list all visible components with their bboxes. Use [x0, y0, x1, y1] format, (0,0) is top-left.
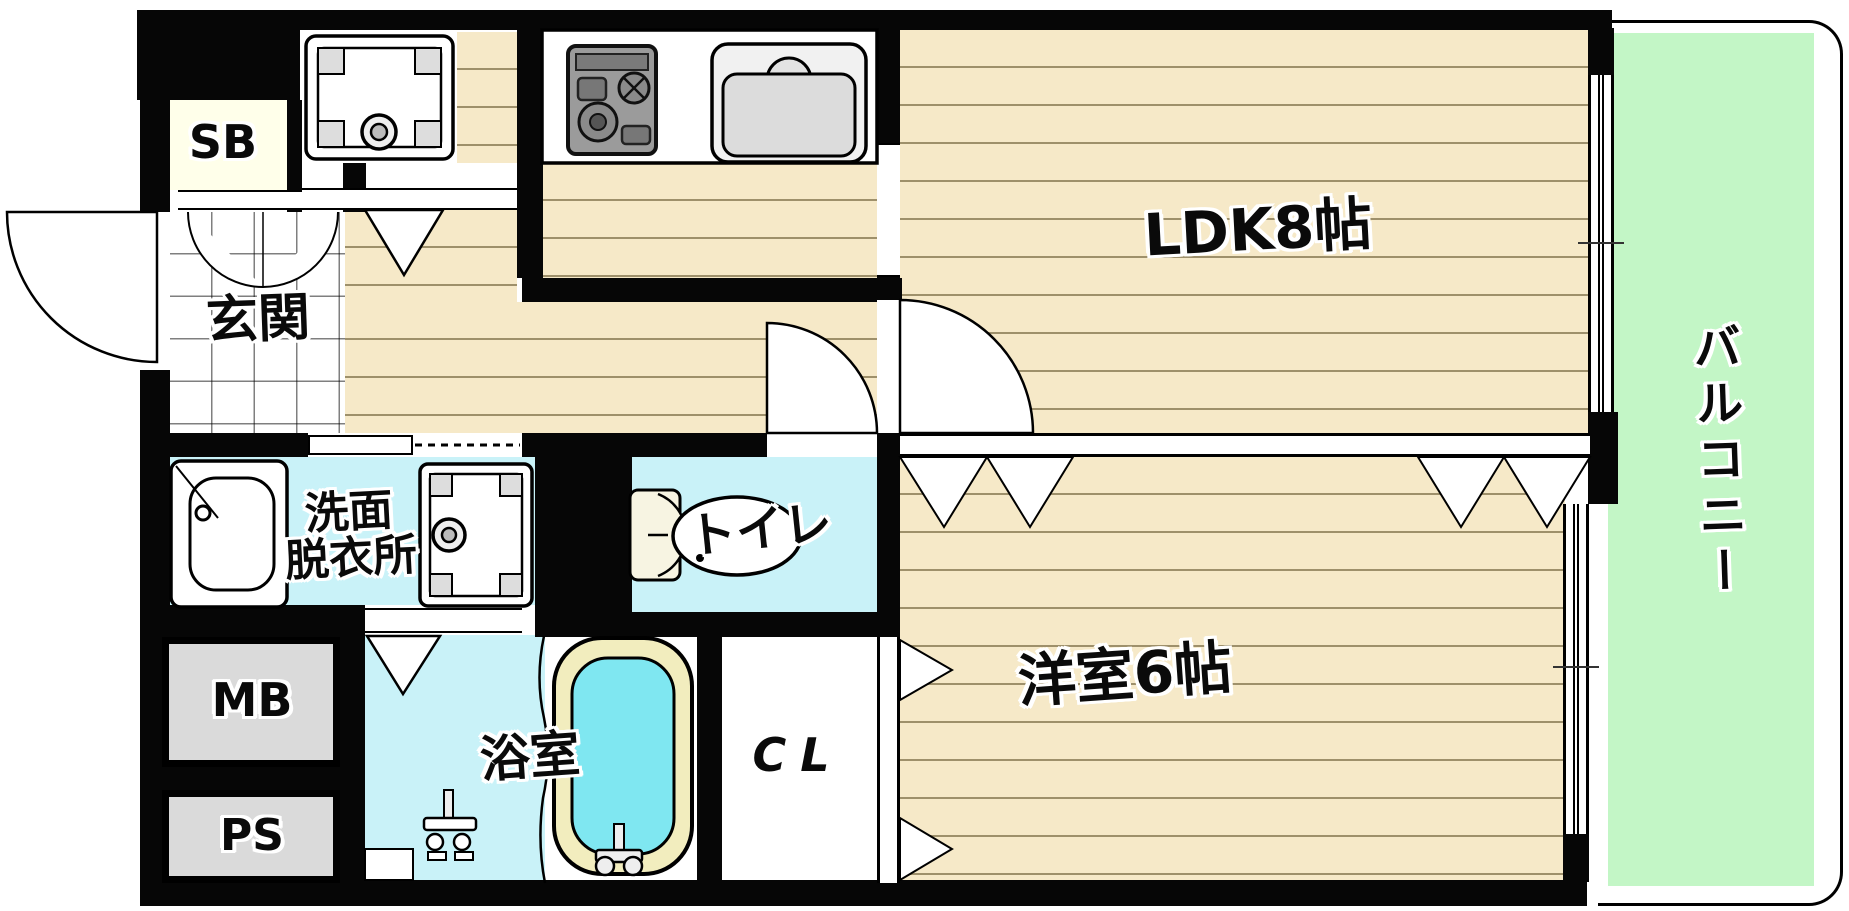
balcony-label: バルコニー	[1683, 321, 1750, 603]
wall-east-stub	[1588, 412, 1618, 504]
pipe-space-box	[162, 790, 340, 883]
bathroom-label: 浴室	[478, 724, 582, 790]
wall-toilet-south	[535, 612, 900, 637]
bathroom-door-opening	[365, 608, 522, 633]
window-glass-line	[1598, 75, 1604, 412]
meter-box-label: MB	[211, 672, 293, 727]
wall-sb-east	[287, 100, 302, 212]
wall-south-band-mid	[522, 433, 767, 457]
wall-ne-corner	[1588, 28, 1614, 75]
wall-toilet-east	[877, 433, 900, 637]
wall-bottom	[140, 880, 1587, 906]
wall-bath-closet	[697, 637, 722, 883]
sink-icon	[710, 42, 868, 164]
genkan-label: 玄関	[204, 287, 312, 352]
wall-mid-upper	[877, 30, 900, 143]
ldk-room-partition	[900, 433, 1590, 457]
washroom-label: 洗面 脱衣所	[282, 485, 419, 588]
western-room-floor	[900, 457, 1565, 883]
pipe-space-label: PS	[220, 809, 284, 861]
laundry-nook-threshold	[302, 188, 517, 210]
wall-top	[300, 10, 1612, 30]
wall-mid-junction	[877, 277, 900, 300]
wall-left-upper	[140, 100, 170, 212]
wall-topleft-block	[137, 10, 300, 100]
hallway-floor-south	[345, 302, 877, 433]
meter-box	[162, 637, 340, 767]
western-room-label: 洋室6帖	[1015, 633, 1235, 716]
wall-laundry-kitchen	[517, 30, 543, 278]
kitchen-counter	[540, 28, 879, 165]
sb-label: SB	[188, 114, 258, 169]
closet-door-track	[877, 637, 900, 883]
entrance-door-swing	[5, 210, 159, 364]
bath-step	[364, 848, 414, 881]
washroom-sliding-door	[308, 435, 413, 455]
laundry-pan-icon	[304, 34, 455, 161]
ldk-label: LDK8帖	[1142, 189, 1374, 270]
balcony-floor	[1608, 33, 1814, 886]
room-balcony-window	[1563, 504, 1589, 834]
ldk-door-opening	[877, 300, 900, 433]
ldk-floor	[900, 30, 1590, 434]
stove-icon	[566, 44, 658, 156]
kitchen-floor-strip	[457, 32, 517, 163]
kitchen-floor	[543, 163, 877, 279]
washroom-door-pocket	[413, 433, 522, 457]
washroom-label-line2: 脱衣所	[283, 529, 419, 588]
window-glass-line	[1573, 504, 1579, 834]
wall-south-band-west	[140, 433, 308, 457]
closet-label: CL	[752, 727, 844, 782]
ldk-balcony-window	[1588, 75, 1614, 412]
wall-kitchen-south	[522, 278, 902, 302]
wall-washroom-toilet	[535, 457, 632, 612]
kitchen-pass-opening	[877, 143, 900, 277]
sb-room	[157, 100, 287, 190]
closet-room	[722, 637, 877, 883]
toilet-door-opening	[767, 433, 877, 457]
wall-se-corner	[1563, 834, 1589, 882]
